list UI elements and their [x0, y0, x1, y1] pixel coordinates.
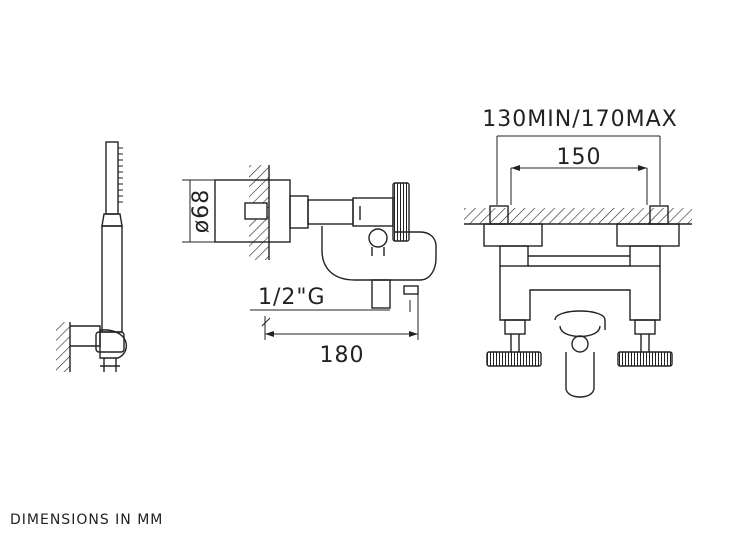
centers-nominal-label: 150	[557, 145, 602, 170]
front-view	[464, 135, 692, 398]
side-view	[182, 165, 437, 340]
projection-dimension-label: 180	[320, 343, 365, 368]
units-caption: DIMENSIONS IN MM	[10, 512, 164, 528]
pipe-diameter-label: ø68	[189, 189, 214, 233]
thread-size-label: 1/2"G	[258, 285, 326, 310]
hand-shower-view	[56, 141, 127, 372]
centers-range-label: 130MIN/170MAX	[482, 107, 677, 132]
